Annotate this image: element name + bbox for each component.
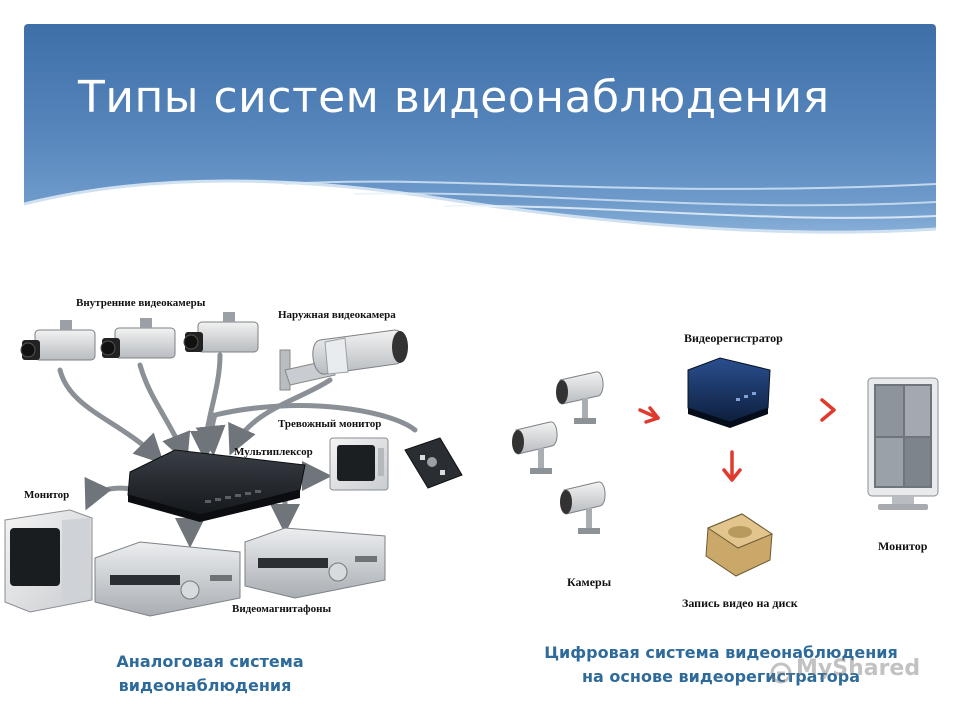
control-keypad [404,437,463,489]
analog-monitor-device [4,509,93,613]
multiplexer-device [127,449,306,522]
slide-title: Типы систем видеонаблюдения [78,72,830,123]
vcr-device-2 [244,527,386,599]
label-dvr: Видеорегистратор [684,331,783,345]
alarm-monitor-device [329,437,389,491]
diagrams-illustration [4,312,939,617]
indoor-camera-3 [183,312,259,353]
label-vcrs: Видеомагнитафоны [232,603,332,615]
label-multiplexer: Мультиплексор [234,446,313,458]
header-banner [24,24,936,260]
digital-camera-1 [556,371,604,424]
caption-digital-line2: на основе видеорегистратора [582,667,860,686]
label-indoor-cameras: Внутренние видеокамеры [76,297,206,309]
indoor-camera-1 [20,320,96,361]
label-outdoor-camera: Наружная видеокамера [278,309,396,321]
label-analog-monitor: Монитор [24,489,70,501]
header-wave-decoration [24,179,936,260]
digital-monitor-device [867,377,939,510]
caption-digital-line1: Цифровая система видеонаблюдения [544,643,898,662]
digital-flow-arrows [638,398,836,482]
caption-digital: Цифровая система видеонаблюдения на осно… [516,641,926,689]
indoor-camera-2 [100,318,176,359]
caption-analog-line1: Аналоговая система [116,652,304,671]
digital-camera-2 [512,421,558,474]
watermark-share-icon [770,662,792,684]
arrow-dvr-to-monitor [820,398,836,422]
caption-analog: Аналоговая система видеонаблюдения [100,650,320,698]
watermark-text: MyShared [796,656,921,681]
vcr-device-1 [94,541,241,617]
label-digital-monitor: Монитор [878,539,928,553]
caption-analog-line2: видеонаблюдения [118,676,292,695]
label-disk-recording: Запись видео на диск [682,596,798,610]
outdoor-camera [279,329,408,391]
dvr-device [687,357,771,428]
label-alarm-monitor: Тревожный монитор [278,418,382,430]
digital-camera-3 [560,481,606,534]
label-cameras: Камеры [567,575,612,589]
hard-disk-device [705,513,774,577]
